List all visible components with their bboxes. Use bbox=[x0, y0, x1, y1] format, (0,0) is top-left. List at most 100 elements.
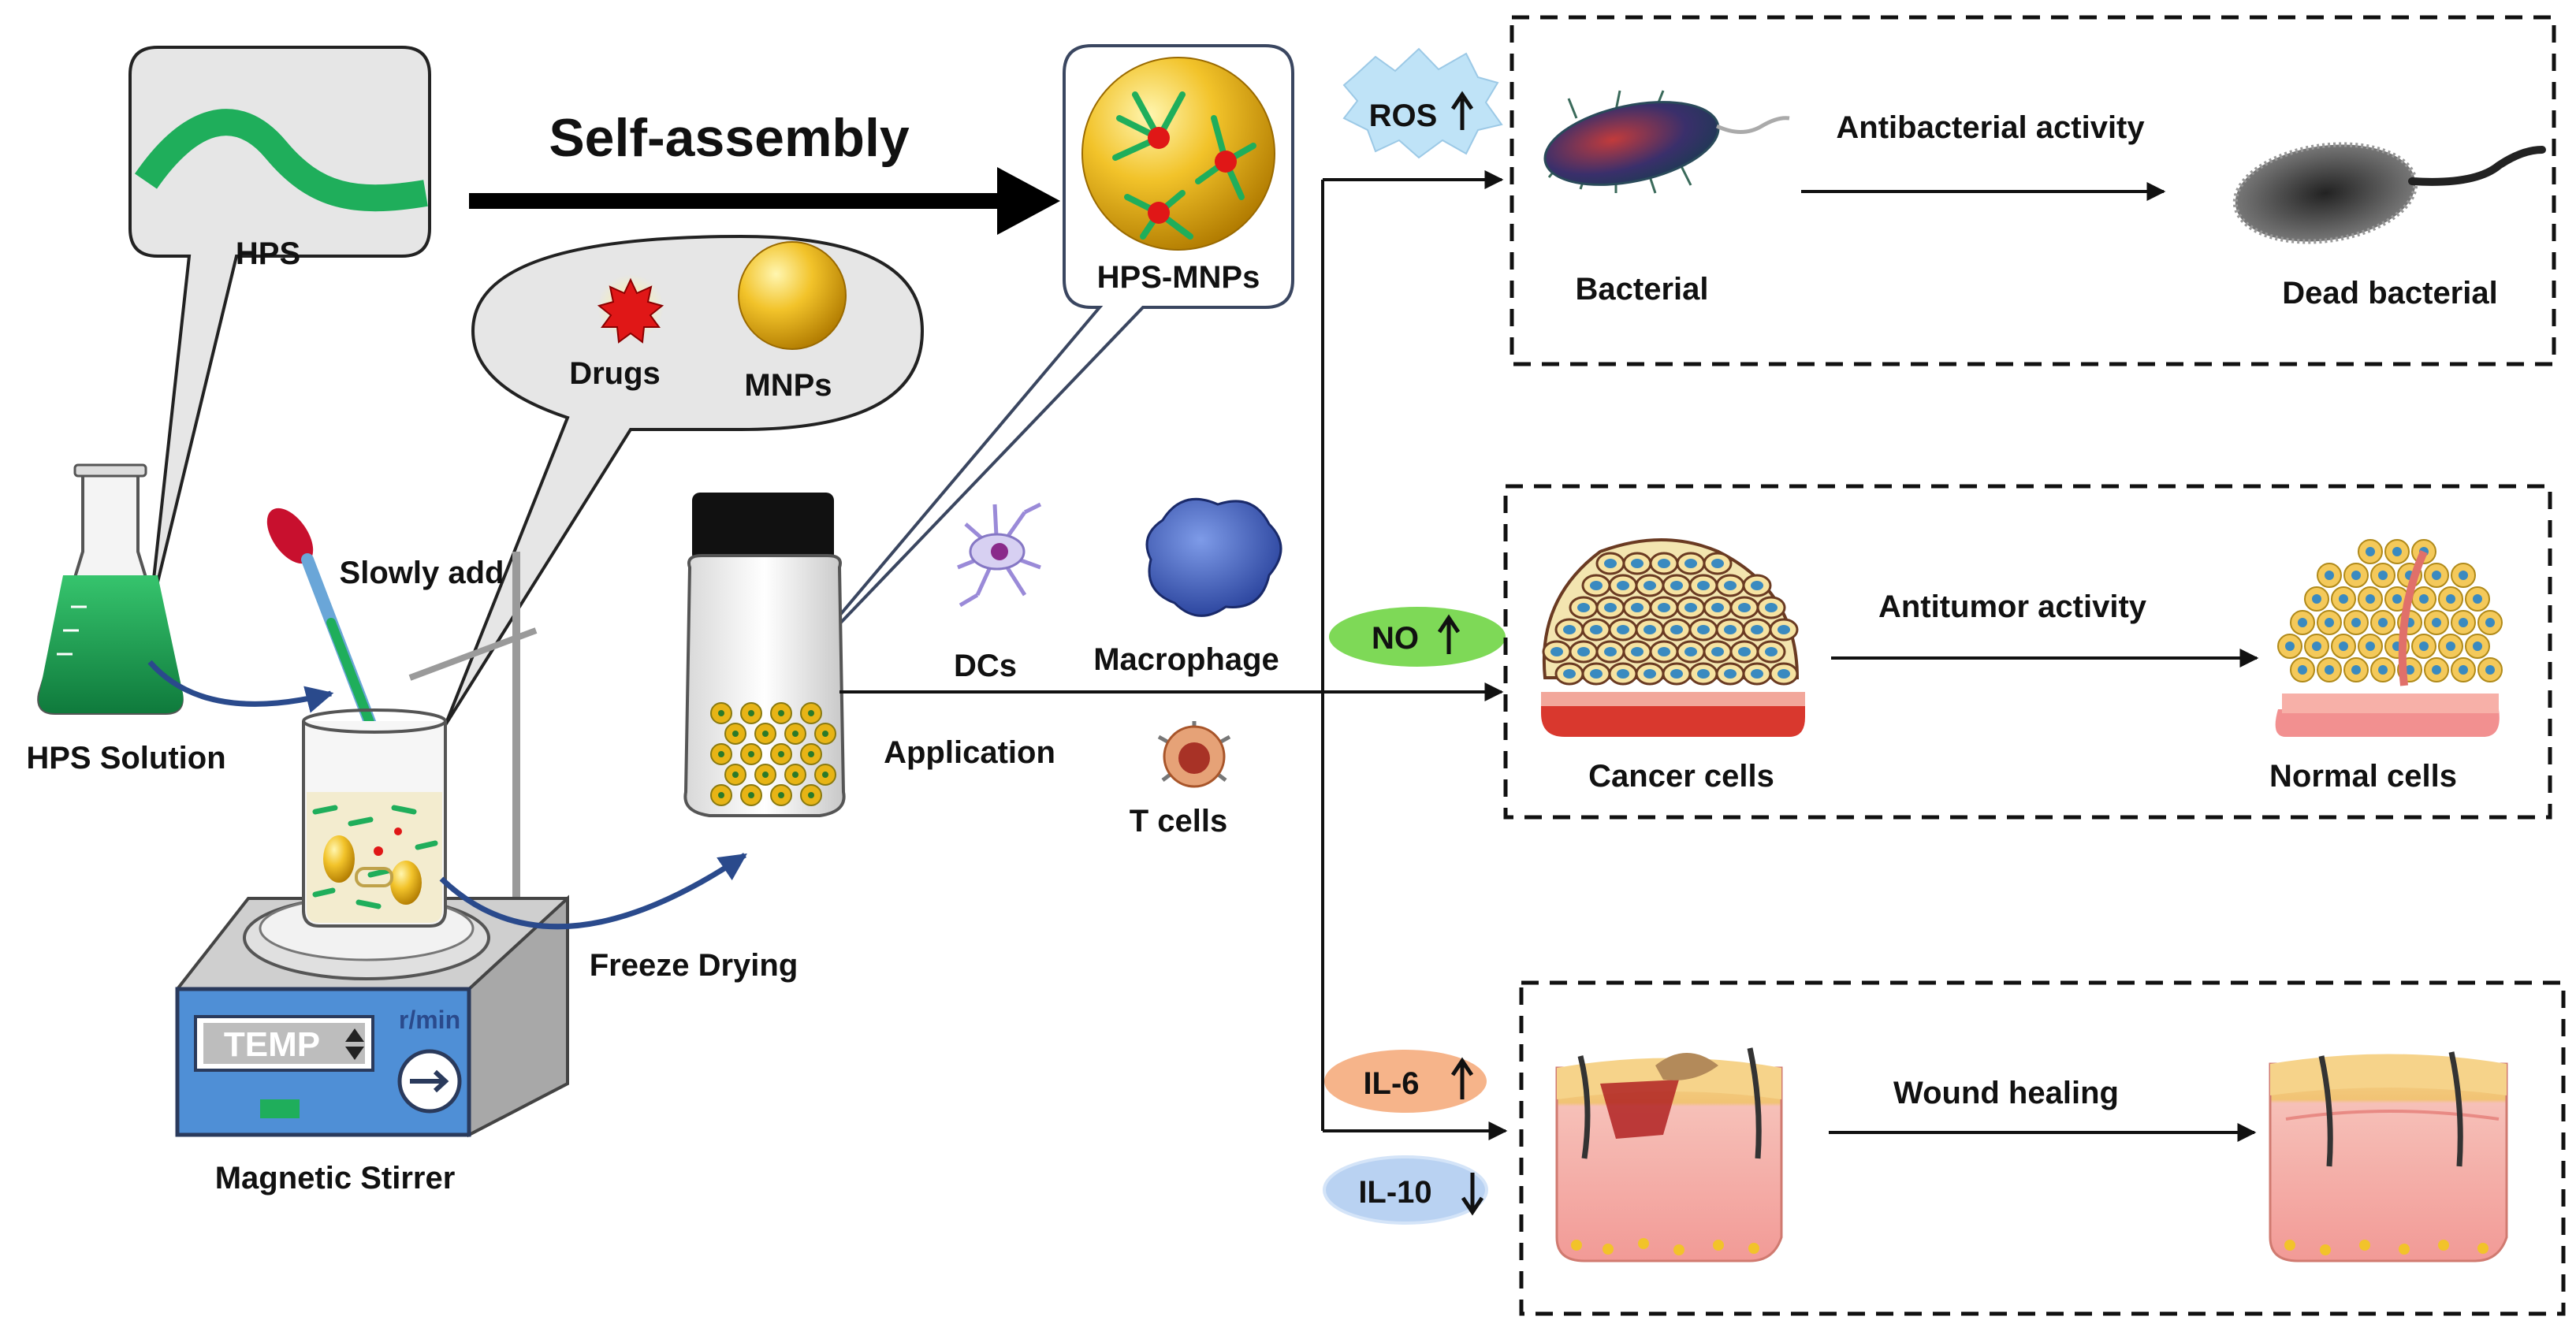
cancer-cell bbox=[1769, 618, 1799, 641]
jar-particle bbox=[710, 784, 732, 806]
t-cells-label: T cells bbox=[1130, 804, 1228, 839]
add-to-beaker-arrow bbox=[147, 660, 334, 713]
jar-particle bbox=[784, 764, 806, 786]
normal-cell bbox=[2451, 563, 2476, 588]
normal-cell bbox=[2451, 610, 2476, 635]
normal-cell bbox=[2451, 657, 2476, 682]
freeze-drying-label: Freeze Drying bbox=[590, 948, 798, 983]
normal-cell bbox=[2358, 634, 2383, 659]
normal-cell bbox=[2438, 586, 2463, 612]
normal-cell bbox=[2477, 657, 2503, 682]
hps-mnp-nanoparticle-icon bbox=[1081, 57, 1275, 251]
normal-cell-cluster bbox=[2277, 539, 2503, 682]
il6-badge: IL-6 bbox=[1324, 1050, 1487, 1113]
cancer-cell bbox=[1703, 640, 1733, 664]
jar-particle bbox=[754, 764, 776, 786]
application-branch-lines bbox=[839, 170, 1508, 1140]
macrophage-label: Macrophage bbox=[1093, 642, 1279, 677]
cancer-cell bbox=[1769, 662, 1799, 686]
cancer-cell bbox=[1703, 596, 1733, 619]
cancer-cell bbox=[1742, 662, 1772, 686]
hps-mnps-callout: HPS-MNPs bbox=[779, 44, 1294, 687]
t-cell-icon bbox=[1157, 721, 1231, 788]
cancer-cell bbox=[1715, 662, 1745, 686]
drugs-label: Drugs bbox=[569, 356, 661, 391]
cancer-cell bbox=[1569, 640, 1599, 664]
wound-healing-label: Wound healing bbox=[1893, 1076, 2119, 1110]
jar-particle bbox=[814, 723, 836, 745]
jar-particle bbox=[710, 743, 732, 765]
slowly-add-label: Slowly add bbox=[340, 556, 504, 590]
dead-bacterial-label: Dead bacterial bbox=[2282, 276, 2497, 311]
cancer-cell bbox=[1635, 662, 1665, 686]
wounded-skin-icon bbox=[1555, 1047, 1783, 1262]
cancer-cell bbox=[1756, 596, 1786, 619]
normal-cell bbox=[2411, 634, 2436, 659]
wound-healing-panel bbox=[1519, 980, 2566, 1316]
normal-cell bbox=[2290, 657, 2315, 682]
no-badge: NO bbox=[1329, 607, 1506, 667]
cancer-cell bbox=[1703, 552, 1733, 575]
cancer-cell bbox=[1688, 662, 1718, 686]
normal-cell bbox=[2290, 610, 2315, 635]
cancer-cell bbox=[1595, 596, 1625, 619]
cancer-cell bbox=[1715, 618, 1745, 641]
il10-text: IL-10 bbox=[1358, 1175, 1431, 1210]
cancer-cell-cluster bbox=[1542, 552, 1799, 686]
temp-display: TEMP bbox=[224, 1025, 320, 1064]
ros-up-arrow-icon bbox=[1450, 91, 1474, 130]
normal-cell bbox=[2411, 586, 2436, 612]
cancer-cells-label: Cancer cells bbox=[1588, 759, 1774, 794]
self-assembly-label: Self-assembly bbox=[549, 108, 910, 168]
cancer-cell bbox=[1542, 640, 1572, 664]
normal-cells-icon bbox=[2275, 539, 2503, 737]
cancer-cell bbox=[1635, 618, 1665, 641]
dendritic-cell-icon bbox=[957, 502, 1042, 608]
antitumor-activity-label: Antitumor activity bbox=[1878, 589, 2147, 624]
normal-cell bbox=[2304, 634, 2329, 659]
cancer-cell bbox=[1676, 552, 1706, 575]
cancer-cell bbox=[1649, 640, 1679, 664]
normal-cell bbox=[2343, 610, 2369, 635]
normal-cell bbox=[2317, 610, 2342, 635]
hps-solution-flask bbox=[37, 463, 184, 715]
cancer-cell bbox=[1729, 596, 1759, 619]
cancer-cell bbox=[1622, 552, 1652, 575]
jar-particle bbox=[740, 784, 762, 806]
rpm-label: r/min bbox=[399, 1006, 460, 1034]
application-label: Application bbox=[884, 735, 1055, 770]
jar-particle bbox=[770, 702, 792, 724]
antibacterial-activity-label: Antibacterial activity bbox=[1836, 110, 2145, 145]
normal-cell bbox=[2370, 657, 2395, 682]
normal-cell bbox=[2370, 563, 2395, 588]
hps-callout: HPS bbox=[128, 46, 431, 615]
hps-solution-label: HPS Solution bbox=[26, 741, 225, 775]
drug-particle-icon bbox=[597, 277, 664, 344]
self-assembly-arrow bbox=[469, 167, 1060, 235]
no-up-arrow-icon bbox=[1437, 614, 1461, 654]
bacterial-label: Bacterial bbox=[1576, 272, 1709, 307]
il10-down-arrow-icon bbox=[1461, 1173, 1484, 1216]
cancer-cell bbox=[1756, 640, 1786, 664]
cancer-cell bbox=[1676, 640, 1706, 664]
cancer-cell bbox=[1715, 574, 1745, 597]
normal-cell bbox=[2317, 563, 2342, 588]
cancer-cell bbox=[1635, 574, 1665, 597]
mnps-label: MNPs bbox=[744, 368, 832, 403]
cancer-cell bbox=[1581, 618, 1611, 641]
drugs-mnps-callout: Drugs MNPs bbox=[444, 234, 925, 727]
normal-cell bbox=[2304, 586, 2329, 612]
normal-cell bbox=[2343, 657, 2369, 682]
cancer-cell bbox=[1688, 574, 1718, 597]
magnetic-stirrer-label: Magnetic Stirrer bbox=[215, 1161, 456, 1196]
jar-particles bbox=[710, 702, 836, 806]
jar-particle bbox=[784, 723, 806, 745]
normal-cell bbox=[2277, 634, 2302, 659]
normal-cell bbox=[2358, 539, 2383, 564]
normal-cell bbox=[2438, 634, 2463, 659]
bacterium-icon bbox=[1543, 90, 1790, 194]
il10-badge: IL-10 bbox=[1323, 1155, 1488, 1225]
hps-polymer-strand bbox=[134, 109, 428, 212]
hps-label: HPS bbox=[236, 236, 300, 271]
jar-particle bbox=[740, 743, 762, 765]
